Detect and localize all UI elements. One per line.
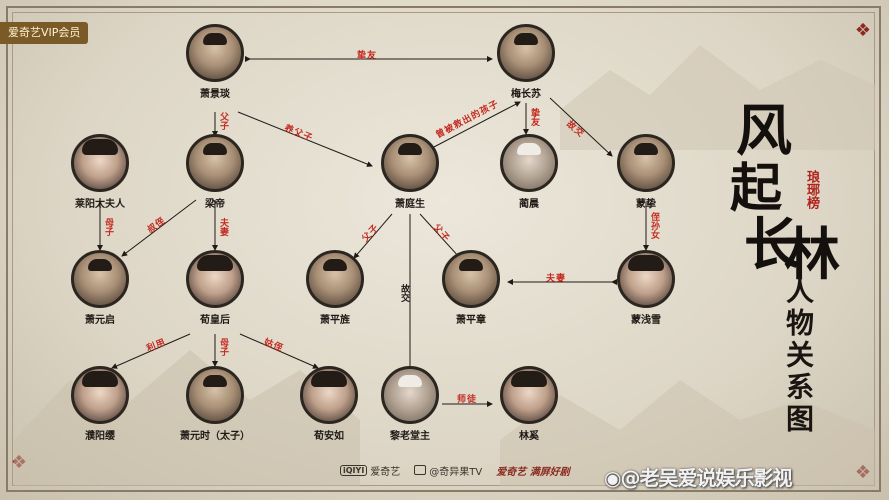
relation-label: 母子	[103, 218, 113, 236]
portrait	[71, 366, 129, 424]
tv-icon	[414, 465, 427, 475]
character-name: 萧庭生	[395, 199, 425, 210]
character-node: 萧元启	[63, 250, 137, 326]
title-char: 风	[736, 98, 792, 164]
relation-label: 父子	[218, 112, 228, 130]
footer-logos: iQIYI 爱奇艺 @奇异果TV 爱奇艺 满屏好剧	[340, 458, 570, 482]
portrait	[300, 366, 358, 424]
relation-label: 故交	[399, 284, 409, 302]
inner-frame	[12, 12, 875, 486]
character-name: 荀皇后	[200, 315, 230, 326]
character-name: 萧元启	[85, 315, 115, 326]
character-name: 梅长苏	[511, 89, 541, 100]
character-name: 林奚	[519, 431, 539, 442]
title-char: 林	[784, 222, 840, 288]
portrait	[617, 134, 675, 192]
relation-label: 夫妻	[546, 274, 567, 284]
character-node: 林奚	[492, 366, 566, 442]
link-tingsheng-pingzhang	[419, 213, 461, 259]
portrait	[306, 250, 364, 308]
character-name: 蒙浅雪	[631, 315, 661, 326]
subtitle: 人物关系图	[782, 276, 815, 436]
link-tingsheng-pingjing	[353, 213, 393, 259]
character-name: 濮阳缨	[85, 431, 115, 442]
weibo-icon: ◉	[604, 466, 621, 490]
title-char: 起	[730, 158, 783, 219]
portrait	[186, 134, 244, 192]
character-node: 蔺晨	[492, 134, 566, 210]
link-huanghou-anru	[239, 333, 319, 369]
relation-label: 夫妻	[218, 218, 228, 236]
character-node: 萧平旌	[298, 250, 372, 326]
character-node: 荀皇后	[178, 250, 252, 326]
character-name: 黎老堂主	[390, 431, 430, 442]
character-node: 萧平章	[434, 250, 508, 326]
character-node: 荀安如	[292, 366, 366, 442]
promo-text: 爱奇艺 满屏好剧	[496, 466, 570, 478]
portrait	[442, 250, 500, 308]
link-liangdi-yuanqi	[121, 199, 197, 257]
portrait	[71, 134, 129, 192]
link-tingsheng-changsu	[431, 101, 521, 149]
character-node: 莱阳太夫人	[63, 134, 137, 210]
character-node: 蒙挚	[609, 134, 683, 210]
corner-ornament-icon: ❖	[854, 462, 872, 483]
portrait	[500, 134, 558, 192]
character-name: 蔺晨	[519, 199, 539, 210]
character-node: 萧景琰	[178, 24, 252, 100]
character-node: 萧庭生	[373, 134, 447, 210]
corner-ornament-icon: ❖	[854, 20, 872, 41]
outer-frame	[6, 6, 881, 492]
character-node: 梅长苏	[489, 24, 563, 100]
character-name: 萧平章	[456, 315, 486, 326]
title-block: 风 起 长 林 琅琊榜 人物关系图	[730, 80, 870, 440]
character-name: 萧平旌	[320, 315, 350, 326]
portrait	[186, 250, 244, 308]
portrait	[381, 134, 439, 192]
link-changsu-mengzhi	[549, 97, 613, 157]
character-name: 荀安如	[314, 431, 344, 442]
character-name: 梁帝	[205, 199, 225, 210]
portrait	[500, 366, 558, 424]
character-node: 蒙浅雪	[609, 250, 683, 326]
link-jingyan-tingsheng	[237, 111, 373, 167]
link-huanghou-puyang	[111, 333, 191, 369]
promo-logo: 爱奇艺 满屏好剧	[496, 463, 569, 478]
relation-label: 母子	[218, 338, 228, 356]
portrait	[186, 24, 244, 82]
weibo-watermark: ◉@老吴爱说娱乐影视	[604, 462, 792, 491]
relation-label: 师徒	[457, 395, 478, 405]
relation-label: 挚友	[357, 51, 378, 61]
watermark-text: @老吴爱说娱乐影视	[620, 466, 792, 490]
kiwi-tv-logo: @奇异果TV	[414, 463, 482, 478]
vip-badge: 爱奇艺VIP会员	[0, 22, 89, 44]
character-node: 梁帝	[178, 134, 252, 210]
iqiyi-text: 爱奇艺	[370, 466, 401, 478]
portrait	[186, 366, 244, 424]
character-name: 莱阳太夫人	[75, 199, 125, 210]
iqiyi-logo: iQIYI 爱奇艺	[340, 463, 400, 478]
character-name: 蒙挚	[636, 199, 656, 210]
character-node: 黎老堂主	[373, 366, 447, 442]
character-name: 萧景琰	[200, 89, 230, 100]
iqiyi-mark-icon: iQIYI	[340, 464, 368, 476]
character-node: 濮阳缨	[63, 366, 137, 442]
relation-label: 挚友	[529, 108, 539, 126]
kiwi-tv-text: @奇异果TV	[429, 466, 483, 478]
character-name: 萧元时（太子）	[180, 431, 250, 442]
portrait	[71, 250, 129, 308]
relation-label: 侄孙女	[649, 212, 659, 239]
portrait	[617, 250, 675, 308]
title-seal: 琅琊榜	[804, 170, 819, 209]
character-node: 萧元时（太子）	[170, 366, 260, 442]
portrait	[381, 366, 439, 424]
portrait	[497, 24, 555, 82]
title-char: 长	[744, 212, 800, 278]
